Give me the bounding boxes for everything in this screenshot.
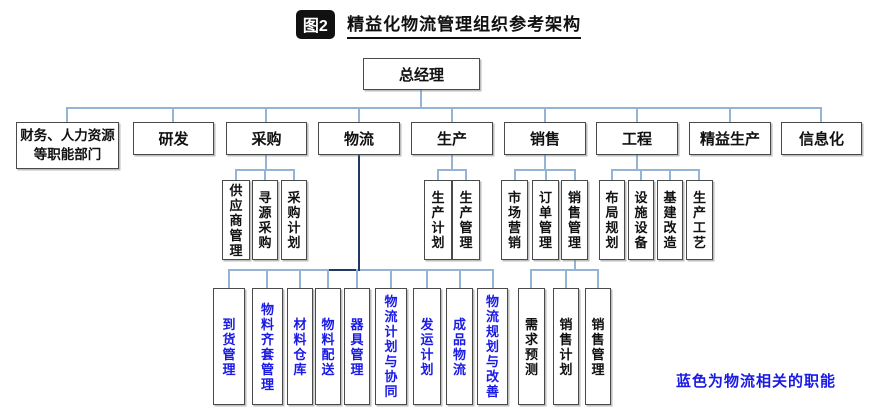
connector-line bbox=[327, 269, 329, 288]
connector-line bbox=[293, 169, 295, 180]
node-logistics-planning-improvement: 物流规划与改善 bbox=[477, 288, 508, 405]
connector-line bbox=[451, 155, 453, 171]
connector-line bbox=[228, 269, 494, 271]
connector-line bbox=[820, 107, 822, 123]
connector-line bbox=[640, 169, 642, 180]
connector-line bbox=[636, 155, 638, 171]
connector-line bbox=[565, 269, 567, 288]
legend-note: 蓝色为物流相关的职能 bbox=[676, 373, 837, 390]
connector-line bbox=[426, 269, 428, 288]
figure-header: 图2 精益化物流管理组织参考架构 bbox=[0, 10, 877, 39]
node-material-distribution: 物料配送 bbox=[315, 288, 341, 405]
figure-title: 精益化物流管理组织参考架构 bbox=[347, 10, 582, 39]
node-informatization: 信息化 bbox=[781, 122, 862, 155]
connector-line bbox=[265, 155, 267, 171]
connector-line bbox=[437, 169, 467, 171]
connector-line bbox=[597, 269, 599, 288]
node-procurement: 采购 bbox=[226, 122, 307, 155]
connector-line bbox=[172, 107, 174, 123]
node-material-kitting-management: 物料齐套管理 bbox=[252, 288, 283, 405]
connector-line bbox=[611, 169, 613, 180]
node-finance-hr-dept: 财务、人力资源等职能部门 bbox=[16, 122, 119, 169]
node-production-process: 生产工艺 bbox=[686, 180, 713, 260]
node-order-management: 订单管理 bbox=[532, 180, 559, 260]
connector-line bbox=[266, 269, 268, 288]
node-logistics: 物流 bbox=[318, 122, 400, 155]
connector-line bbox=[698, 169, 700, 180]
node-sales: 销售 bbox=[504, 122, 586, 155]
connector-line bbox=[514, 169, 575, 171]
connector-line bbox=[611, 169, 700, 171]
connector-line bbox=[420, 90, 422, 108]
connector-line bbox=[451, 107, 453, 123]
node-finished-goods-logistics: 成品物流 bbox=[446, 288, 473, 405]
node-lean-production: 精益生产 bbox=[689, 122, 771, 155]
node-logistics-planning-coordination: 物流计划与协同 bbox=[375, 288, 407, 405]
connector-line bbox=[264, 169, 266, 180]
connector-line bbox=[545, 169, 547, 180]
connector-line bbox=[66, 107, 68, 123]
node-production-management: 生产管理 bbox=[452, 180, 480, 260]
connector-line bbox=[492, 269, 494, 288]
node-arrival-management: 到货管理 bbox=[213, 288, 245, 405]
node-supplier-management: 供应商管理 bbox=[222, 180, 250, 260]
connector-line bbox=[544, 107, 546, 123]
connector-line bbox=[67, 107, 822, 109]
connector-line bbox=[358, 155, 360, 271]
node-sales-management: 销售管理 bbox=[561, 180, 588, 260]
connector-line bbox=[636, 107, 638, 123]
figure-badge: 图2 bbox=[295, 10, 335, 39]
connector-line bbox=[265, 107, 267, 123]
node-equipment-management: 器具管理 bbox=[344, 288, 370, 405]
connector-line bbox=[390, 269, 392, 288]
node-marketing: 市场营销 bbox=[501, 180, 528, 260]
connector-line bbox=[329, 269, 360, 271]
node-materials-warehouse: 材料仓库 bbox=[287, 288, 313, 405]
connector-line bbox=[530, 269, 532, 288]
connector-line bbox=[574, 169, 576, 180]
node-production-planning: 生产计划 bbox=[424, 180, 452, 260]
connector-line bbox=[514, 169, 516, 180]
connector-line bbox=[459, 269, 461, 288]
connector-line bbox=[228, 269, 230, 288]
node-sales-management-sub: 销售管理 bbox=[585, 288, 611, 405]
node-demand-forecast: 需求预测 bbox=[518, 288, 545, 405]
connector-line bbox=[299, 269, 301, 288]
connector-line bbox=[437, 169, 439, 180]
connector-line bbox=[729, 107, 731, 123]
connector-line bbox=[356, 269, 358, 288]
node-shipping-planning: 发运计划 bbox=[413, 288, 441, 405]
node-engineering: 工程 bbox=[596, 122, 678, 155]
node-production: 生产 bbox=[411, 122, 493, 155]
connector-line bbox=[574, 260, 576, 271]
connector-line bbox=[530, 269, 598, 271]
node-sales-planning: 销售计划 bbox=[553, 288, 579, 405]
connector-line bbox=[235, 169, 237, 180]
node-procurement-planning: 采购计划 bbox=[281, 180, 307, 260]
connector-line bbox=[465, 169, 467, 180]
connector-line bbox=[358, 107, 360, 123]
connector-line bbox=[544, 155, 546, 171]
node-facilities-equipment: 设施设备 bbox=[628, 180, 654, 260]
node-sourcing-procurement: 寻源采购 bbox=[252, 180, 278, 260]
node-rd: 研发 bbox=[133, 122, 214, 155]
connector-line bbox=[669, 169, 671, 180]
node-layout-planning: 布局规划 bbox=[599, 180, 625, 260]
node-general-manager: 总经理 bbox=[363, 58, 480, 90]
node-infrastructure-renovation: 基建改造 bbox=[657, 180, 683, 260]
